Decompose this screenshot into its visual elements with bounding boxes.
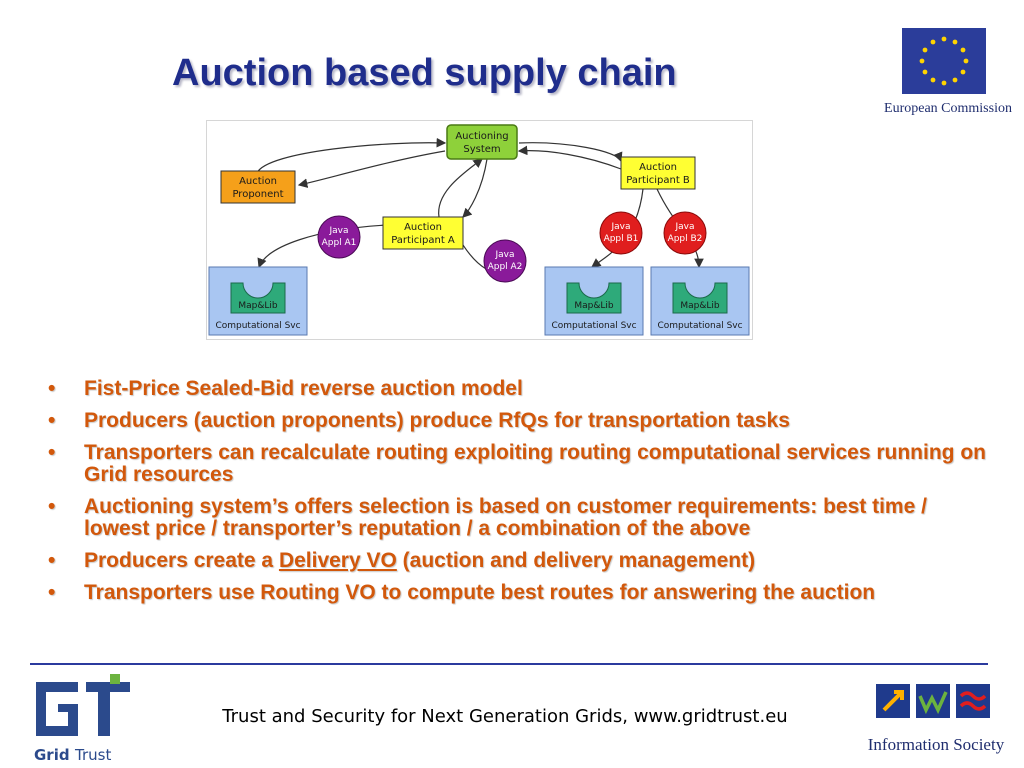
delivery-vo-link[interactable]: Delivery VO — [278, 549, 397, 572]
comp-svc-label: Computational Svc — [551, 321, 636, 331]
gridtrust-label-b: Trust — [74, 746, 111, 764]
bullet-item: •Fist-Price Sealed-Bid reverse auction m… — [48, 377, 523, 400]
computational-svc-node: Map&Lib Computational Svc — [544, 266, 644, 336]
gridtrust-logo: Grid Trust — [34, 674, 130, 764]
java-appl-a1-node: Java Appl A1 — [317, 215, 361, 259]
bullet-item: •Producers create a Delivery VO (auction… — [48, 549, 756, 572]
footer-text: Trust and Security for Next Generation G… — [222, 706, 788, 727]
svg-text:Participant A: Participant A — [391, 235, 455, 246]
auction-proponent-node: Auction Proponent — [220, 170, 296, 204]
svg-text:Java: Java — [674, 222, 694, 232]
bullet-icon: • — [48, 409, 56, 432]
bullet-icon: • — [48, 441, 56, 464]
svg-text:Auction: Auction — [239, 176, 277, 187]
supply-chain-diagram: Auctioning System Auction Proponent Auct… — [206, 120, 753, 340]
comp-svc-label: Computational Svc — [215, 321, 300, 331]
svg-text:Participant B: Participant B — [626, 175, 690, 186]
java-appl-b1-node: Java Appl B1 — [599, 211, 643, 255]
svg-text:Appl A1: Appl A1 — [322, 238, 357, 248]
european-commission-logo: European Commission — [884, 28, 1012, 116]
svg-text:Java: Java — [610, 222, 630, 232]
svg-text:Java: Java — [494, 250, 514, 260]
footer-divider — [30, 663, 988, 665]
bullet-list: •Fist-Price Sealed-Bid reverse auction m… — [48, 378, 998, 614]
information-society-mark-icon — [876, 684, 990, 718]
svg-text:Auction: Auction — [639, 162, 677, 173]
maplib-label: Map&Lib — [574, 301, 614, 311]
auction-participant-a-node: Auction Participant A — [382, 216, 464, 250]
maplib-label: Map&Lib — [238, 301, 278, 311]
page-title: Auction based supply chain — [172, 52, 677, 94]
bullet-item: •Producers (auction proponents) produce … — [48, 409, 790, 432]
bullet-item: •Auctioning system’s offers selection is… — [48, 495, 927, 540]
bullet-icon: • — [48, 495, 56, 518]
information-society-logo: Information Society — [868, 684, 1005, 754]
svg-text:Appl B2: Appl B2 — [668, 234, 703, 244]
bullet-icon: • — [48, 377, 56, 400]
ec-label: European Commission — [884, 101, 1012, 116]
bullet-item: •Transporters can recalculate routing ex… — [48, 441, 986, 486]
gridtrust-mark-icon — [36, 674, 130, 736]
svg-text:Auction: Auction — [404, 222, 442, 233]
computational-svc-node: Map&Lib Computational Svc — [650, 266, 750, 336]
infosoc-label: Information Society — [868, 735, 1005, 754]
comp-svc-label: Computational Svc — [657, 321, 742, 331]
auction-participant-b-node: Auction Participant B — [620, 156, 696, 190]
java-appl-a2-node: Java Appl A2 — [483, 239, 527, 283]
maplib-label: Map&Lib — [680, 301, 720, 311]
computational-svc-node: Map&Lib Computational Svc — [208, 266, 308, 336]
java-appl-b2-node: Java Appl B2 — [663, 211, 707, 255]
bullet-icon: • — [48, 549, 56, 572]
svg-text:Java: Java — [328, 226, 348, 236]
svg-text:Auctioning: Auctioning — [455, 131, 508, 142]
bullet-item: •Transporters use Routing VO to compute … — [48, 581, 876, 604]
auctioning-system-node: Auctioning System — [446, 124, 518, 160]
svg-text:Appl B1: Appl B1 — [604, 234, 639, 244]
eu-stars-icon — [919, 36, 969, 86]
bullet-icon: • — [48, 581, 56, 604]
svg-text:System: System — [463, 144, 500, 155]
svg-text:Proponent: Proponent — [232, 189, 283, 200]
gridtrust-label-a: Grid — [34, 746, 70, 764]
svg-text:Appl A2: Appl A2 — [488, 262, 523, 272]
